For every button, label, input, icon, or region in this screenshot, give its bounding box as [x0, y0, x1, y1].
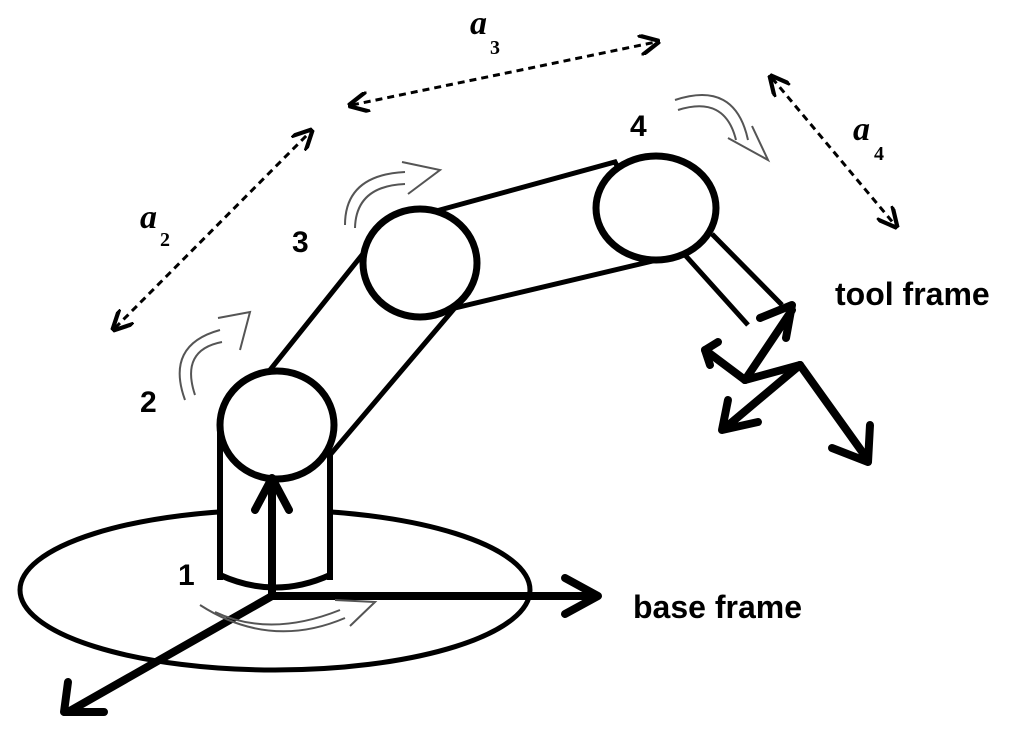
a3-label: a [470, 5, 487, 42]
tool-frame-axes [701, 301, 874, 466]
a3-subscript: 3 [490, 37, 500, 59]
joint-3-label: 3 [292, 226, 309, 259]
rotation-arrow-joint-4 [674, 94, 771, 163]
rotation-arrow-joint-1 [199, 599, 378, 633]
base-frame-label: base frame [633, 589, 802, 625]
joint-2-circle [216, 367, 338, 483]
rotation-arrow-joint-3 [344, 161, 443, 229]
joint-4-circle [592, 152, 720, 264]
a2-label: a [140, 199, 157, 236]
a4-label: a [853, 111, 870, 148]
wrist-link [683, 232, 784, 327]
tool-frame-label: tool frame [835, 276, 990, 312]
a4-dimension-arrow [772, 78, 895, 225]
joint-2-label: 2 [140, 386, 157, 419]
a4-subscript: 4 [874, 143, 884, 165]
a2-subscript: 2 [160, 229, 170, 251]
base-frame-axes [60, 474, 602, 716]
joint-1-label: 1 [178, 559, 195, 592]
a3-dimension-arrow [352, 42, 656, 105]
joint-4-label: 4 [630, 110, 647, 143]
joint-3-circle [359, 205, 481, 321]
a2-dimension-arrow [115, 132, 310, 328]
